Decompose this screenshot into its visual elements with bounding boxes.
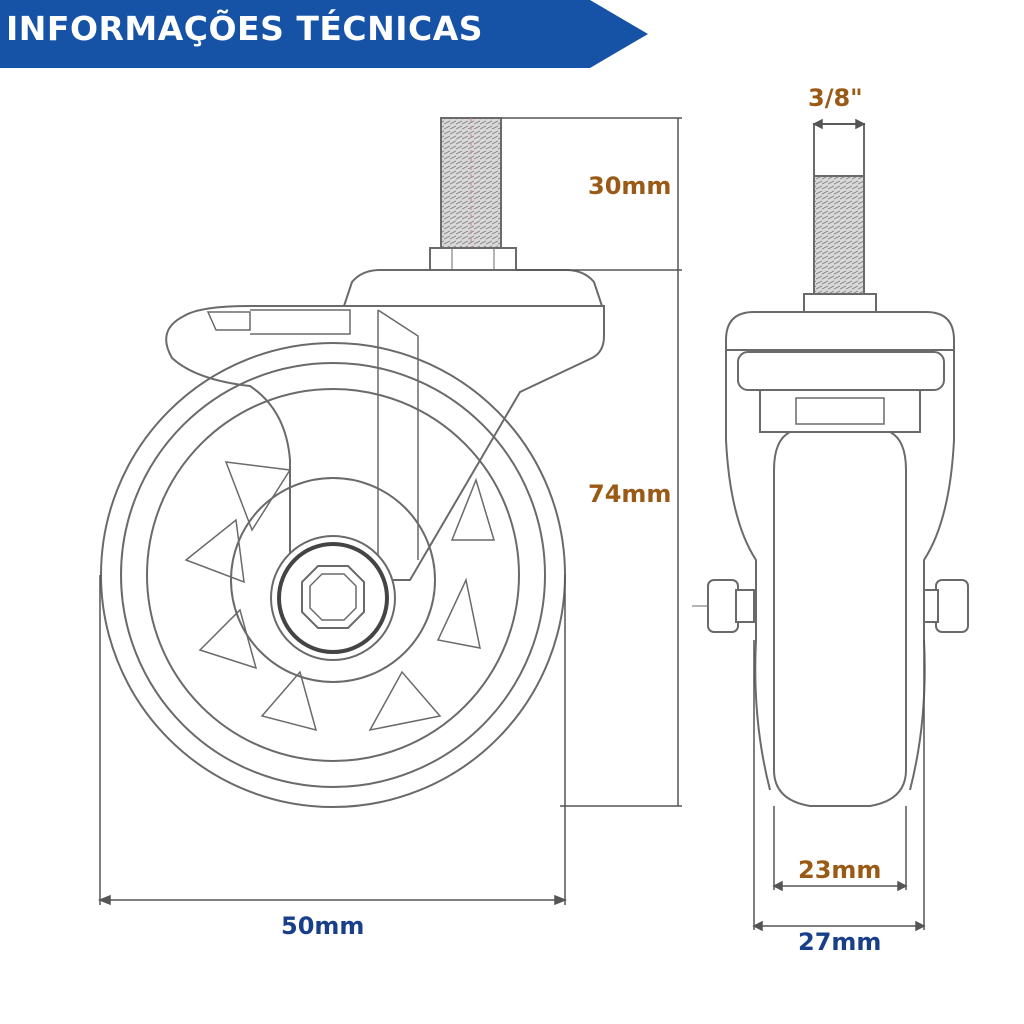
wheel-width-label: 23mm [798,856,882,884]
axle-nut [301,565,365,629]
wheel-spokes [184,461,496,732]
hex-nut [429,247,517,271]
front-view [692,123,969,807]
front-thread-plain [813,123,865,177]
thread-size-label: 3/8" [808,84,863,112]
front-brake [737,351,945,391]
wheel-hub-ring [230,477,436,683]
wheel-tread [120,362,546,788]
thread-length-label: 30mm [588,172,672,200]
side-view [100,117,605,808]
brake-lever [206,311,251,331]
wheel-rim [146,388,520,762]
front-fork-left [725,350,771,791]
front-nut [803,293,877,313]
wheel-diameter-label: 50mm [281,912,365,940]
header-banner: INFORMAÇÕES TÉCNICAS [0,0,650,68]
front-top-plate [725,311,955,351]
fork-body [165,305,605,581]
side-dimension-lines [97,117,682,906]
total-height-label: 74mm [588,480,672,508]
swivel-plate [342,269,604,307]
front-wheel [773,430,907,807]
overall-width-label: 27mm [798,928,882,956]
front-axle-nut-right [935,579,969,633]
front-dimension-lines [752,118,926,932]
page-title: INFORMAÇÕES TÉCNICAS [6,9,484,48]
front-axle-bolt-left [707,579,739,633]
front-threaded-stem [813,175,865,295]
banner-arrow-shape [0,0,648,68]
